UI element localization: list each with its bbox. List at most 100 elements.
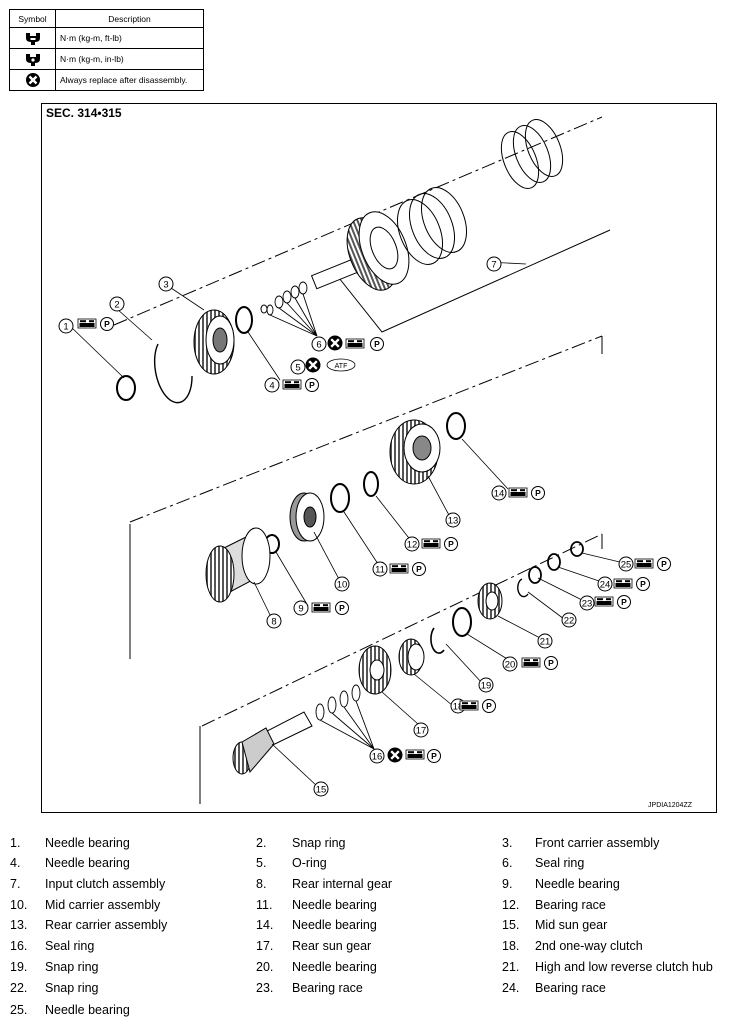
torque-icon (508, 487, 528, 498)
torque-icon (405, 749, 425, 760)
legend-part-name: Rear sun gear (292, 939, 372, 953)
legend-number: 1. (10, 836, 21, 850)
petroleum-jelly-mark: P (100, 317, 114, 331)
petroleum-jelly-letter: P (339, 603, 345, 613)
petroleum-jelly-mark: P (531, 486, 545, 500)
legend-part-name: Seal ring (45, 939, 95, 953)
callout-number: 12 (407, 539, 418, 550)
legend-number: 19. (10, 960, 28, 974)
callout-number: 1 (63, 321, 68, 332)
legend-part-name: Rear carrier assembly (45, 918, 168, 932)
legend-number: 8. (256, 877, 267, 891)
legend-number: 4. (10, 856, 21, 870)
legend-number: 11. (256, 898, 273, 912)
legend-part-name: Bearing race (535, 981, 606, 995)
legend-number: 20. (256, 960, 274, 974)
petroleum-jelly-mark: P (412, 562, 426, 576)
legend-part-name: Mid carrier assembly (45, 898, 161, 912)
symbol-description: Always replace after disassembly. (55, 69, 204, 91)
symbol-header: Symbol (9, 9, 56, 28)
callout-number: 25 (621, 559, 632, 570)
callout-number: 3 (163, 279, 168, 290)
petroleum-jelly-mark: P (370, 337, 384, 351)
callout-14: 14 (491, 485, 507, 501)
petroleum-jelly-letter: P (309, 380, 315, 390)
callout-19: 19 (478, 677, 494, 693)
petroleum-jelly-mark: P (617, 595, 631, 609)
legend-part-name: Needle bearing (45, 1003, 130, 1017)
always-replace-icon (25, 73, 40, 87)
petroleum-jelly-letter: P (104, 319, 110, 329)
callout-number: 2 (114, 299, 119, 310)
mid-carrier-assembly (289, 492, 325, 542)
legend-number: 9. (502, 877, 513, 891)
description-header: Description (55, 9, 204, 28)
callout-11: 11 (372, 561, 388, 577)
legend-part-name: Needle bearing (45, 836, 130, 850)
callout-7: 7 (486, 256, 502, 272)
torque-icon (594, 596, 614, 607)
torque-icon (613, 578, 633, 589)
legend-part-name: Front carrier assembly (535, 836, 660, 850)
legend-part-name: Bearing race (535, 898, 606, 912)
rear-sun-gear (358, 645, 392, 695)
legend-part-name: O-ring (292, 856, 327, 870)
petroleum-jelly-letter: P (661, 559, 667, 569)
legend-part-name: Rear internal gear (292, 877, 393, 891)
legend-part-name: Mid sun gear (535, 918, 608, 932)
legend-part-name: Seal ring (535, 856, 585, 870)
torque-icon (634, 558, 654, 569)
legend-number: 10. (10, 898, 28, 912)
callout-number: 17 (416, 725, 427, 736)
torque-icon (77, 318, 97, 329)
callout-number: 6 (316, 339, 321, 350)
callout-16: 16 (369, 748, 385, 764)
legend-number: 12. (502, 898, 520, 912)
legend-part-name: Needle bearing (535, 877, 620, 891)
torque-wrench-in-lb-icon (25, 54, 40, 66)
callout-number: 7 (491, 259, 496, 270)
petroleum-jelly-letter: P (535, 488, 541, 498)
legend-part-name: 2nd one-way clutch (535, 939, 643, 953)
callout-9: 9 (293, 600, 309, 616)
always-replace-icon (326, 334, 344, 352)
atf-text: ATF (335, 363, 348, 370)
callout-number: 18 (453, 701, 464, 712)
legend-number: 5. (256, 856, 267, 870)
petroleum-jelly-mark: P (657, 557, 671, 571)
petroleum-jelly-letter: P (621, 597, 627, 607)
callout-number: 5 (295, 362, 300, 373)
legend-number: 17. (256, 939, 274, 953)
legend-number: 3. (502, 836, 513, 850)
diagram-drawing: 1234567891011121314151617181920212223242… (58, 116, 671, 804)
torque-icon (345, 338, 365, 349)
rear-carrier-assembly (389, 419, 441, 485)
spec-symbols (77, 318, 654, 764)
legend-part-name: Needle bearing (292, 898, 377, 912)
callout-number: 10 (337, 579, 348, 590)
callout-number: 4 (269, 380, 274, 391)
legend-number: 6. (502, 856, 513, 870)
callout-number: 14 (494, 488, 505, 499)
legend-part-name: High and low reverse clutch hub (535, 960, 713, 974)
callout-number: 19 (481, 680, 492, 691)
callout-number: 24 (600, 579, 611, 590)
callout-3: 3 (158, 276, 174, 292)
callout-10: 10 (334, 576, 350, 592)
petroleum-jelly-letter: P (640, 579, 646, 589)
always-replace-icon (304, 356, 322, 374)
legend-number: 21. (502, 960, 520, 974)
atf-label: ATF (326, 358, 356, 372)
callout-number: 8 (271, 616, 276, 627)
petroleum-jelly-letter: P (374, 339, 380, 349)
legend-part-name: Input clutch assembly (45, 877, 166, 891)
legend-number: 24. (502, 981, 520, 995)
legend-part-name: Snap ring (45, 981, 99, 995)
front-carrier-assembly (193, 309, 235, 375)
petroleum-jelly-letter: P (486, 701, 492, 711)
legend-number: 13. (10, 918, 28, 932)
legend-part-name: Needle bearing (292, 960, 377, 974)
petroleum-jelly-letter: P (416, 564, 422, 574)
callout-25: 25 (618, 556, 634, 572)
